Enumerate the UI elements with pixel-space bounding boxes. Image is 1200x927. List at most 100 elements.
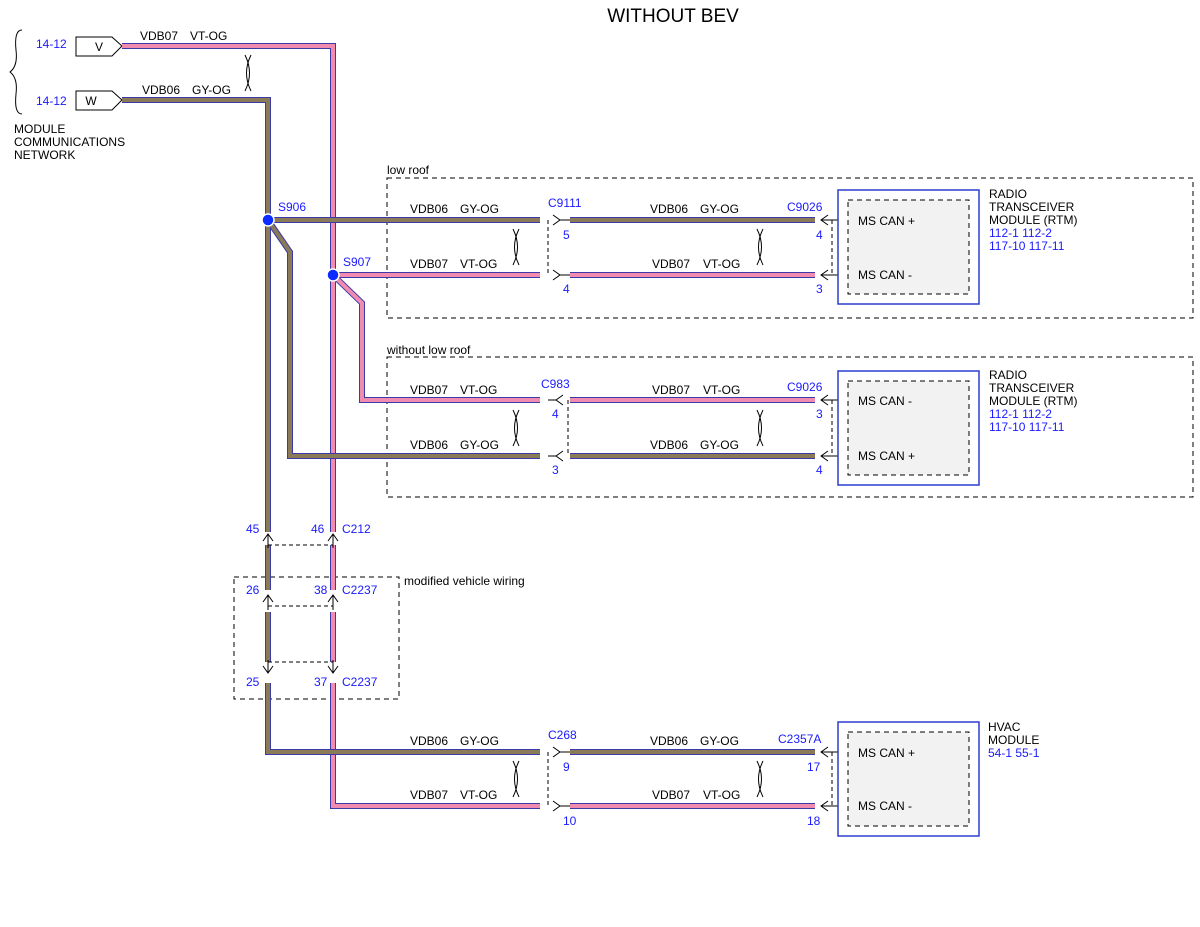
- lr-w4-circuit: VDB07: [652, 257, 690, 271]
- connector-w: [75, 90, 123, 111]
- hv-w2-color: GY-OG: [700, 734, 739, 748]
- network-label-3: NETWORK: [14, 148, 75, 162]
- rtm1-name-1: RADIO: [989, 187, 1027, 201]
- c9026b-pin-top: 3: [816, 407, 823, 421]
- rtm2-pin-top: MS CAN -: [858, 394, 912, 408]
- conn-c2357a: C2357A: [778, 732, 821, 746]
- c212-pin-right: 46: [311, 522, 325, 536]
- modified-region: [233, 576, 400, 700]
- c983-pin-bot: 3: [552, 463, 559, 477]
- hvac-ref-1: 54-1 55-1: [988, 746, 1040, 760]
- c268-pin-top: 9: [563, 760, 570, 774]
- nlr-w4-circuit: VDB06: [650, 438, 688, 452]
- conn-c983: C983: [541, 377, 570, 391]
- nlr-w1-circuit: VDB07: [410, 383, 448, 397]
- c2237-top-pin-right: 38: [314, 583, 328, 597]
- rtm1-pin-bot: MS CAN -: [858, 268, 912, 282]
- rtm2-ref-2: 117-10 117-11: [989, 420, 1065, 434]
- rtm1-ref-1: 112-1 112-2: [989, 226, 1052, 240]
- c9111-pin-bot: 4: [563, 282, 570, 296]
- c9026a-pin-bot: 3: [816, 282, 823, 296]
- inline-connectors: [547, 214, 848, 812]
- lr-w1-circuit: VDB06: [410, 202, 448, 216]
- splice-s907-label: S907: [343, 255, 371, 269]
- rtm1-name-3: MODULE (RTM): [989, 213, 1077, 227]
- hvac-module: MS CAN + MS CAN -: [837, 721, 980, 837]
- lr-w3-color: VT-OG: [460, 257, 497, 271]
- c212-pin-left: 45: [246, 522, 260, 536]
- splice-s906-label: S906: [278, 200, 306, 214]
- hvac-name-1: HVAC: [988, 720, 1021, 734]
- c2237-bot-pin-right: 37: [314, 675, 328, 689]
- page-title: WITHOUT BEV: [607, 6, 739, 27]
- modified-label: modified vehicle wiring: [404, 574, 525, 588]
- hv-w4-circuit: VDB07: [652, 788, 690, 802]
- network-label-2: COMMUNICATIONS: [14, 135, 125, 149]
- hvac-pin-bot: MS CAN -: [858, 799, 912, 813]
- hv-w3-circuit: VDB07: [410, 788, 448, 802]
- rtm1-ref-2: 117-10 117-11: [989, 239, 1065, 253]
- connector-w-label: W: [85, 94, 97, 108]
- hvac-pin-top: MS CAN +: [858, 746, 915, 760]
- c2237-top-pin-left: 26: [246, 583, 260, 597]
- c2357a-pin-bot: 18: [807, 814, 821, 828]
- c9026b-pin-bot: 4: [816, 463, 823, 477]
- hv-w3-color: VT-OG: [460, 788, 497, 802]
- lr-w3-circuit: VDB07: [410, 257, 448, 271]
- nlr-w2-circuit: VDB07: [652, 383, 690, 397]
- lr-w2-circuit: VDB06: [650, 202, 688, 216]
- low-roof-label: low roof: [387, 163, 430, 177]
- rtm-module-no-low-roof: MS CAN - MS CAN +: [837, 370, 980, 486]
- hv-w2-circuit: VDB06: [650, 734, 688, 748]
- connector-v: [75, 36, 123, 57]
- net-v-color: VT-OG: [190, 29, 227, 43]
- conn-c9026-a: C9026: [787, 200, 823, 214]
- lr-w4-color: VT-OG: [703, 257, 740, 271]
- conn-c212: C212: [342, 522, 371, 536]
- gy-og-wires: [122, 97, 815, 755]
- conn-c9111: C9111: [548, 196, 582, 210]
- hv-w1-circuit: VDB06: [410, 734, 448, 748]
- bracket: [9, 29, 23, 115]
- hv-w4-color: VT-OG: [703, 788, 740, 802]
- nlr-w3-circuit: VDB06: [410, 438, 448, 452]
- c268-pin-bot: 10: [563, 814, 577, 828]
- vertical-connectors: [262, 533, 339, 674]
- splice-s907: [326, 268, 340, 282]
- nlr-w1-color: VT-OG: [460, 383, 497, 397]
- net-w-circuit: VDB06: [142, 83, 180, 97]
- lr-w2-color: GY-OG: [700, 202, 739, 216]
- rtm2-pin-bot: MS CAN +: [858, 449, 915, 463]
- rtm1-pin-top: MS CAN +: [858, 214, 915, 228]
- splice-s906: [261, 213, 275, 227]
- ref-w: 14-12: [36, 94, 67, 108]
- c983-pin-top: 4: [552, 407, 559, 421]
- conn-c2237-top: C2237: [342, 583, 378, 597]
- no-low-roof-label: without low roof: [386, 343, 471, 357]
- lr-w1-color: GY-OG: [460, 202, 499, 216]
- net-v-circuit: VDB07: [140, 29, 178, 43]
- rtm2-name-3: MODULE (RTM): [989, 394, 1077, 408]
- connector-v-label: V: [95, 40, 103, 54]
- low-roof-region: [386, 177, 1194, 319]
- conn-c9026-b: C9026: [787, 380, 823, 394]
- conn-c268: C268: [548, 728, 577, 742]
- ref-v: 14-12: [36, 37, 67, 51]
- hvac-name-2: MODULE: [988, 733, 1039, 747]
- nlr-w3-color: GY-OG: [460, 438, 499, 452]
- hv-w1-color: GY-OG: [460, 734, 499, 748]
- c9111-pin-top: 5: [563, 228, 570, 242]
- conn-c2237-bot: C2237: [342, 675, 378, 689]
- rtm2-name-1: RADIO: [989, 368, 1027, 382]
- net-w-color: GY-OG: [192, 83, 231, 97]
- c9026a-pin-top: 4: [816, 228, 823, 242]
- c2357a-pin-top: 17: [807, 760, 821, 774]
- rtm1-name-2: TRANSCEIVER: [989, 200, 1075, 214]
- no-low-roof-region: [386, 356, 1194, 498]
- rtm-module-low-roof: MS CAN + MS CAN -: [837, 189, 980, 305]
- rtm2-ref-1: 112-1 112-2: [989, 407, 1052, 421]
- network-label-1: MODULE: [14, 122, 65, 136]
- vt-og-wires: [122, 43, 815, 809]
